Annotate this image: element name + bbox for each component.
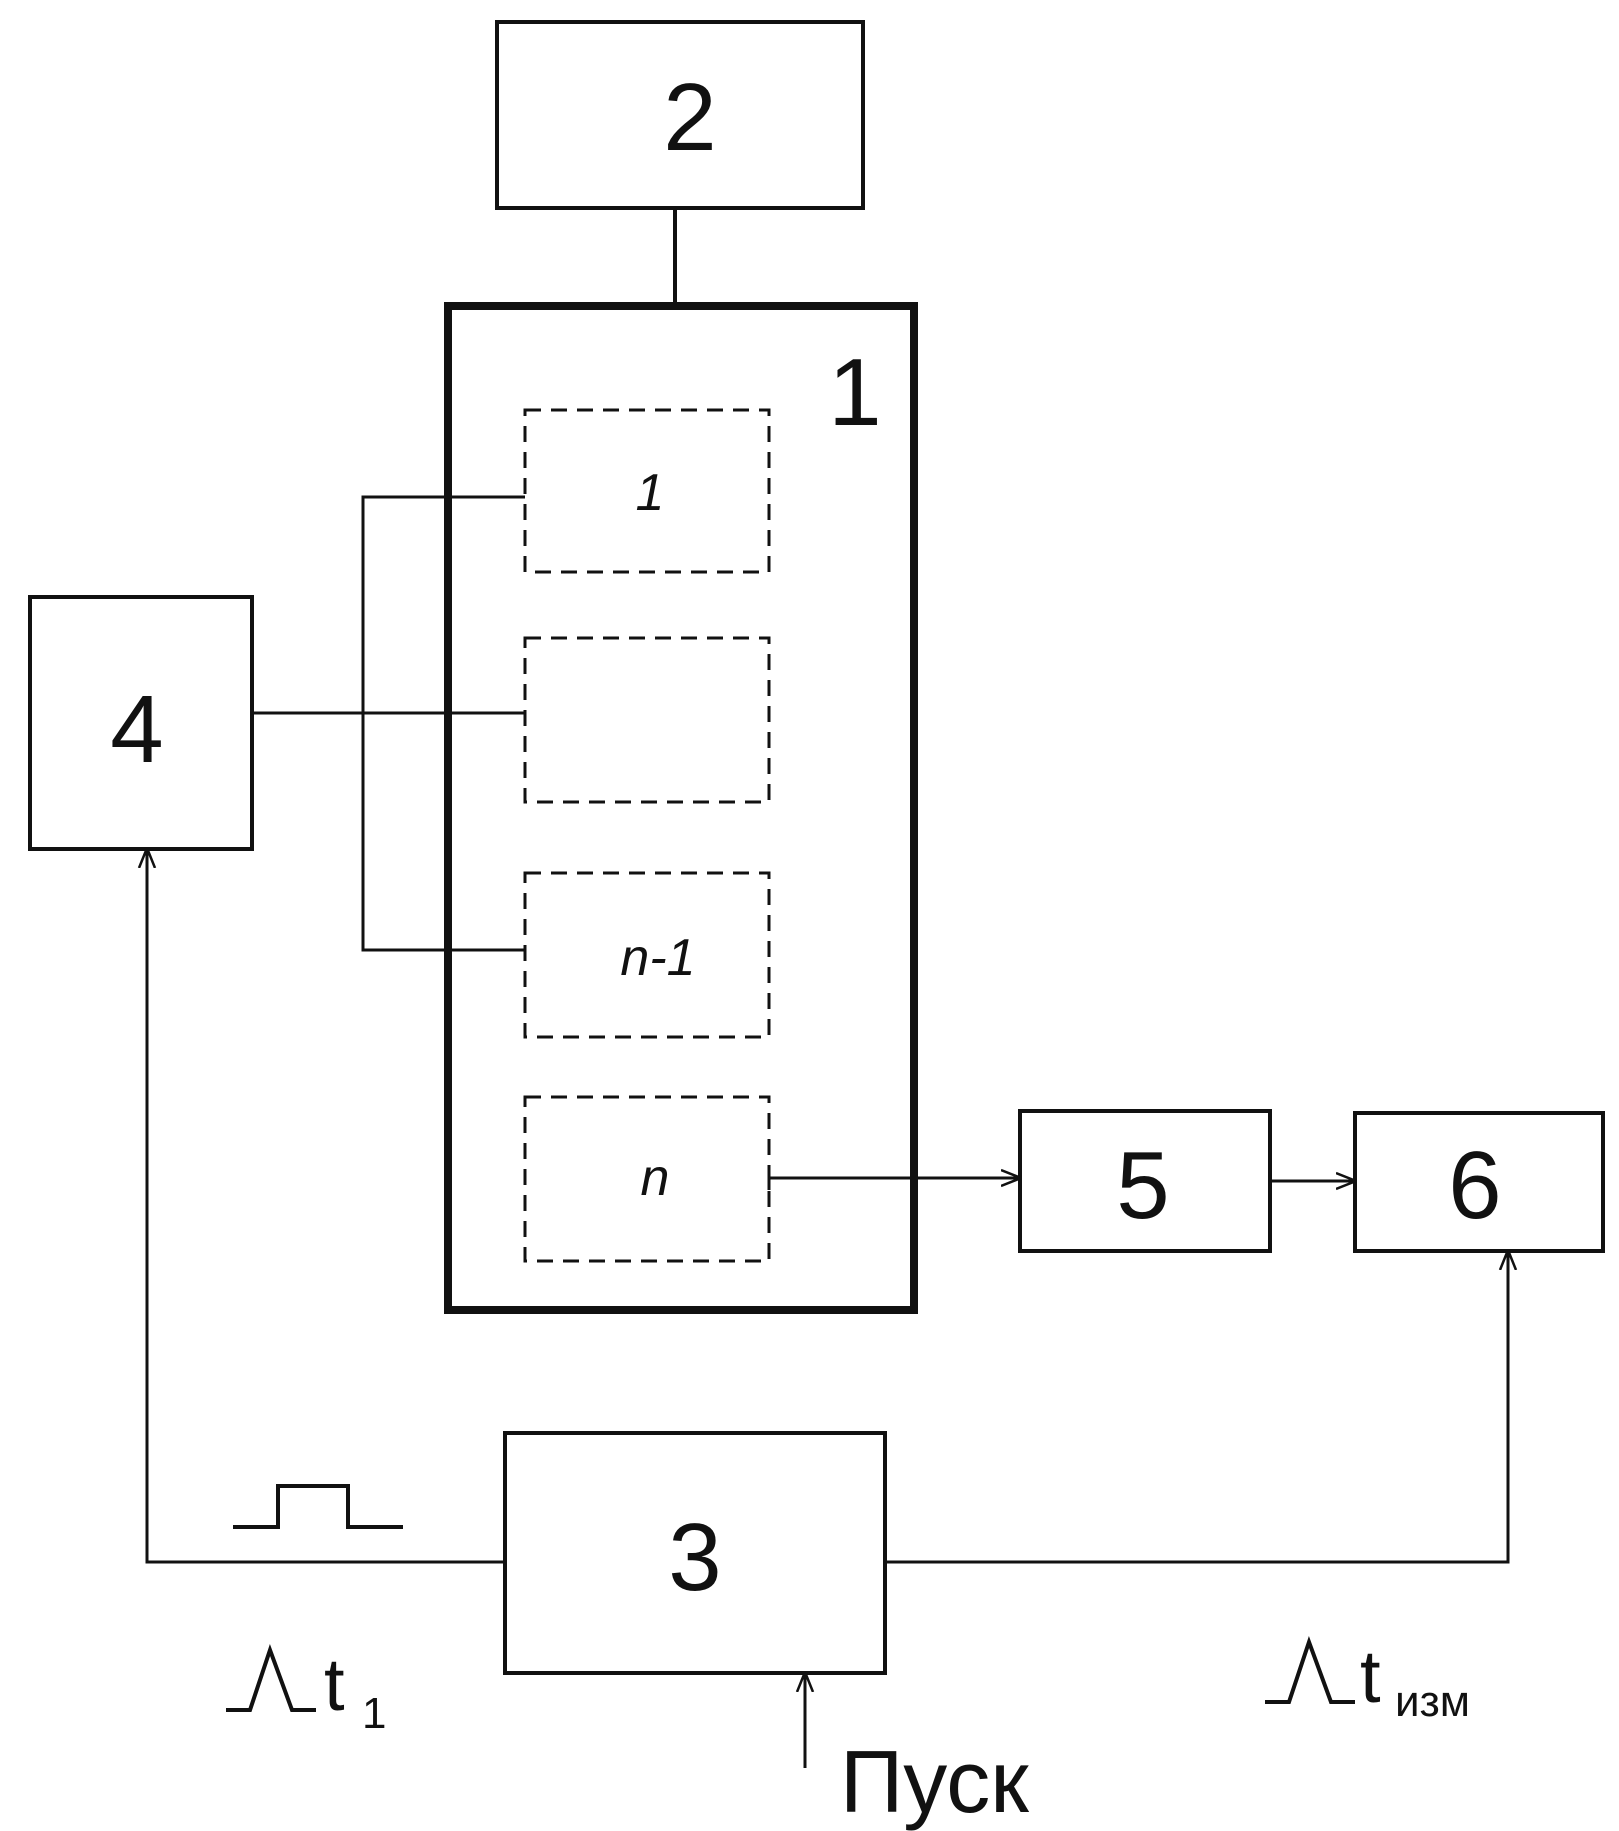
cell-n: n xyxy=(525,1097,769,1261)
cell-n-label: n xyxy=(641,1149,670,1207)
cell-1-label: 1 xyxy=(636,464,665,522)
cell-1: 1 xyxy=(525,410,769,572)
delta-glyph-1 xyxy=(226,1650,316,1710)
block-6-label: 6 xyxy=(1448,1132,1501,1239)
block-3-label: 3 xyxy=(668,1504,721,1611)
block-5: 5 xyxy=(1020,1111,1270,1251)
link-n-5 xyxy=(769,1178,1020,1190)
block-1-label: 1 xyxy=(828,339,881,446)
cell-n-1: n-1 xyxy=(525,873,769,1037)
block-4: 4 xyxy=(30,597,252,849)
dt1-main: t xyxy=(324,1643,345,1726)
cell-2 xyxy=(525,638,769,802)
block-5-label: 5 xyxy=(1116,1132,1169,1239)
dtm-sub: изм xyxy=(1395,1677,1470,1726)
block-2: 2 xyxy=(497,22,863,208)
signal-dt1: t 1 xyxy=(226,1643,386,1738)
block-2-label: 2 xyxy=(663,64,716,171)
dtm-main: t xyxy=(1360,1635,1381,1718)
bus-4-to-cells xyxy=(252,497,525,950)
block-1: 1 xyxy=(448,306,914,1310)
pulse-waveform xyxy=(233,1486,403,1527)
dt1-sub: 1 xyxy=(362,1689,386,1738)
cell-n-1-label: n-1 xyxy=(620,929,695,987)
delta-glyph-2 xyxy=(1265,1642,1355,1702)
link-3-6 xyxy=(885,1251,1508,1562)
block-3: 3 xyxy=(505,1433,885,1673)
signal-dtm: t изм xyxy=(1265,1635,1470,1726)
block-6: 6 xyxy=(1355,1113,1603,1251)
block-4-label: 4 xyxy=(110,676,163,783)
start-label: Пуск xyxy=(840,1732,1029,1831)
